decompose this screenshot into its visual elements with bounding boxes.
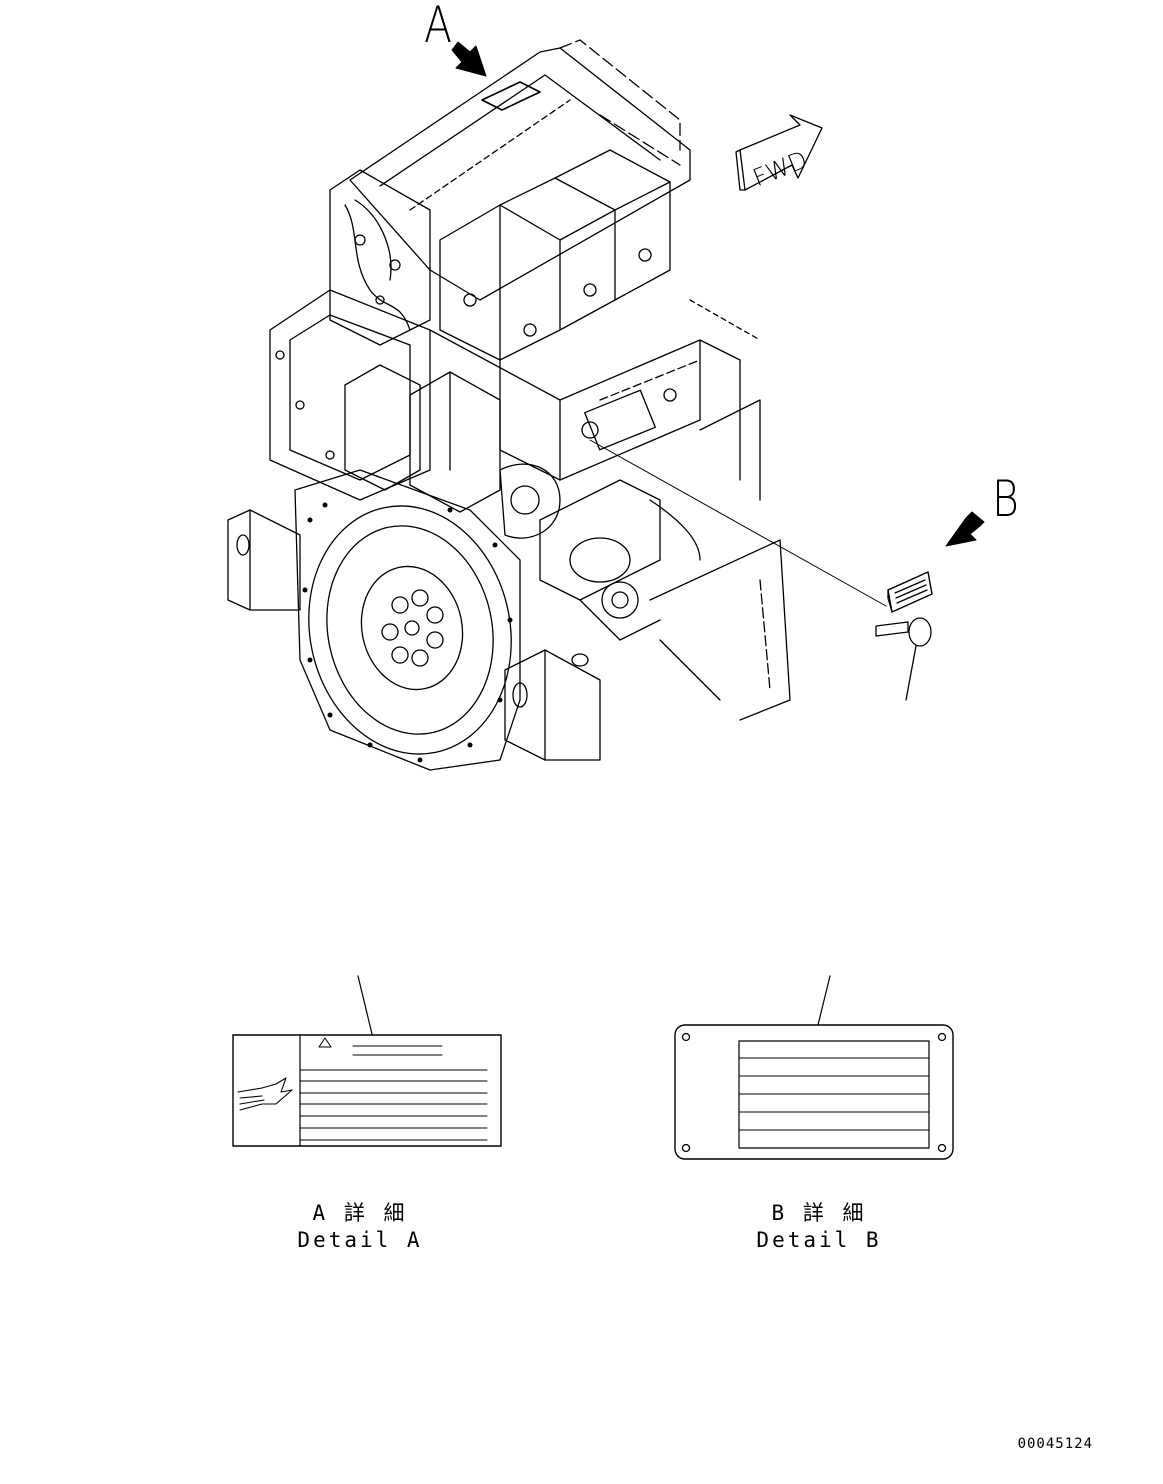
label-b-part <box>887 571 933 613</box>
engine-illustration <box>227 39 791 771</box>
hand-hazard-icon <box>237 1077 293 1111</box>
detail-b-caption-en: Detail B <box>756 1228 882 1252</box>
detail-b-caption: B 詳 細 Detail B <box>709 1200 929 1254</box>
warning-triangle-icon <box>318 1037 332 1048</box>
detail-a-caption: A 詳 細 Detail A <box>250 1200 470 1254</box>
label-a-location <box>481 81 541 111</box>
leader-b <box>589 439 887 607</box>
document-number: 00045124 <box>1017 1436 1093 1452</box>
callout-a: A <box>424 0 453 54</box>
arrow-b-icon <box>945 511 985 547</box>
detail-b-caption-jp: B 詳 細 <box>771 1201 867 1225</box>
fwd-text: FWD <box>749 145 811 192</box>
detail-a-label <box>232 975 502 1147</box>
detail-a-caption-en: Detail A <box>297 1228 423 1252</box>
callout-b: B <box>992 470 1019 528</box>
flywheel-bolts <box>381 589 444 667</box>
fwd-arrow-icon: FWD <box>735 114 823 192</box>
arrow-a-icon <box>451 41 487 77</box>
rivet-part <box>875 617 932 701</box>
detail-b-label <box>674 975 954 1160</box>
detail-a-caption-jp: A 詳 細 <box>312 1201 408 1225</box>
